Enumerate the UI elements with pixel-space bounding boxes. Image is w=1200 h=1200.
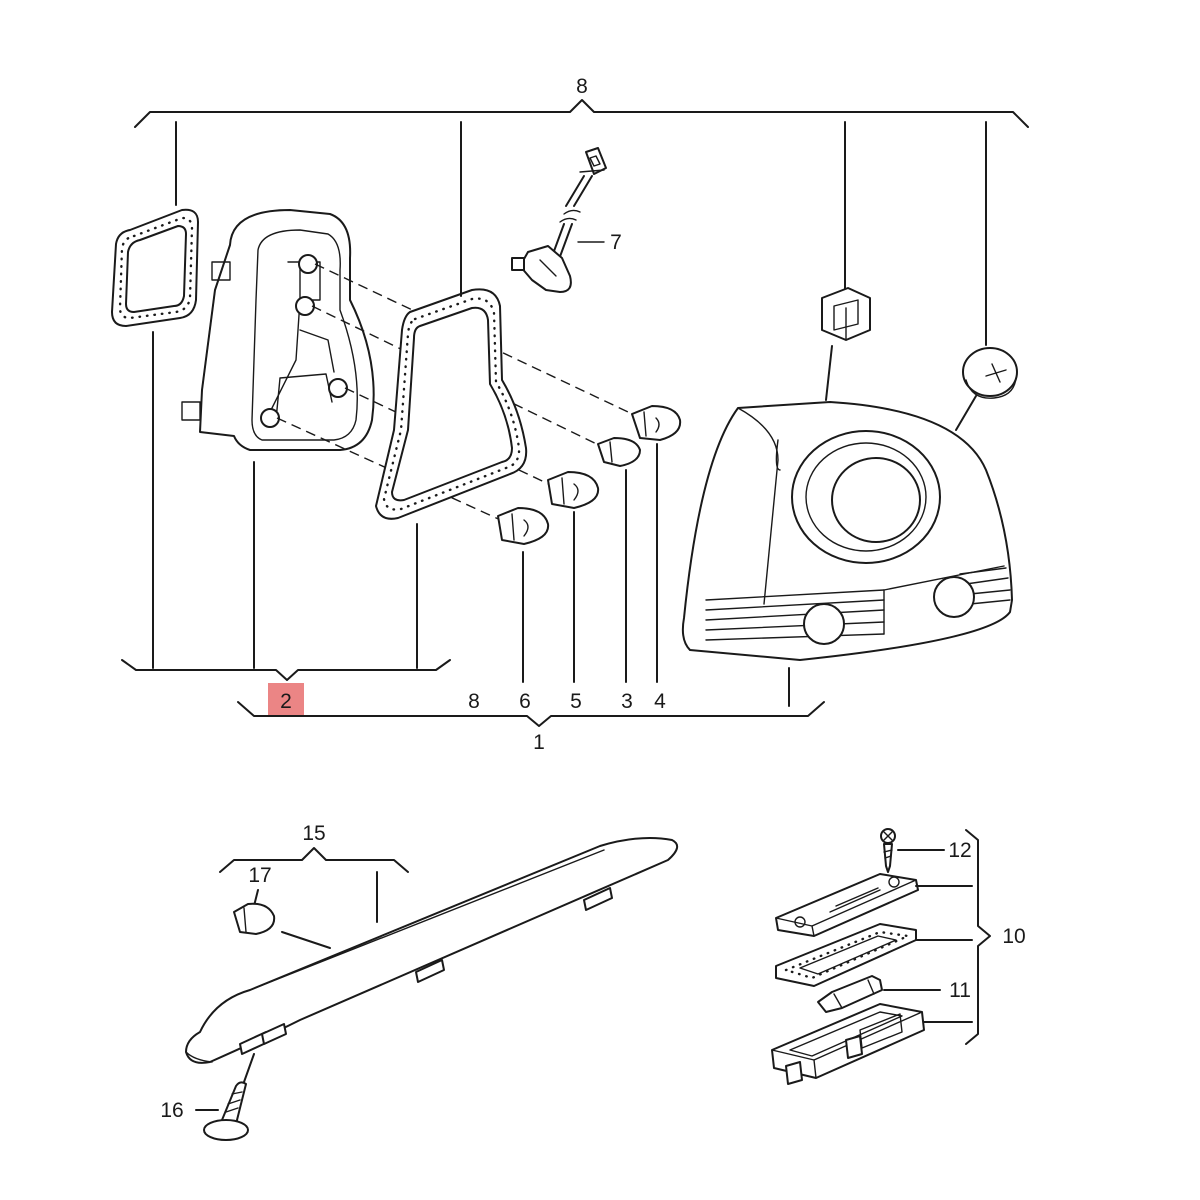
callout-16[interactable]: 16 xyxy=(160,1099,183,1122)
tail-lamp-housing xyxy=(681,401,1013,661)
leader-16-up xyxy=(243,1053,255,1083)
callout-12[interactable]: 12 xyxy=(948,839,971,862)
highlight-box xyxy=(268,683,304,717)
plate-light-lens xyxy=(775,873,919,937)
callout-8-top[interactable]: 8 xyxy=(576,75,588,98)
leader-lines xyxy=(152,331,790,707)
plate-light-housing xyxy=(771,1003,925,1085)
square-clip-icon xyxy=(821,287,871,341)
large-gasket xyxy=(375,288,528,520)
screw-12-icon xyxy=(880,828,896,873)
third-brake-light xyxy=(185,837,679,1064)
callout-5[interactable]: 5 xyxy=(570,690,582,713)
bulb-3-icon xyxy=(597,437,641,467)
callout-10[interactable]: 10 xyxy=(1002,925,1025,948)
bulb-carrier xyxy=(181,209,375,451)
bulb-4-icon xyxy=(631,405,682,441)
plate-light-gasket xyxy=(775,923,917,987)
callout-2[interactable]: 2 xyxy=(280,690,292,713)
festoon-bulb-11-icon xyxy=(817,975,883,1013)
wire-harness xyxy=(511,147,607,293)
bracket-8-top xyxy=(134,99,1029,346)
callout-17[interactable]: 17 xyxy=(248,864,271,887)
callout-4[interactable]: 4 xyxy=(654,690,666,713)
callout-15[interactable]: 15 xyxy=(302,822,325,845)
callout-6[interactable]: 6 xyxy=(519,690,531,713)
round-cap-icon xyxy=(962,347,1018,399)
callout-3[interactable]: 3 xyxy=(621,690,633,713)
brake-light-bulb-icon xyxy=(233,902,276,935)
bulb-6-icon xyxy=(497,507,550,545)
callout-8-mid[interactable]: 8 xyxy=(468,690,480,713)
bracket-10 xyxy=(965,829,991,1045)
bracket-15 xyxy=(219,847,409,923)
screw-16-icon xyxy=(203,1081,249,1141)
bulb-5-icon xyxy=(547,471,600,509)
callout-7[interactable]: 7 xyxy=(610,231,622,254)
bracket-1 xyxy=(237,701,825,727)
small-gasket xyxy=(111,208,199,327)
leader-17-bulb xyxy=(281,931,331,949)
callout-1[interactable]: 1 xyxy=(533,731,545,754)
bracket-2 xyxy=(121,659,451,681)
callout-11[interactable]: 11 xyxy=(949,979,971,1002)
